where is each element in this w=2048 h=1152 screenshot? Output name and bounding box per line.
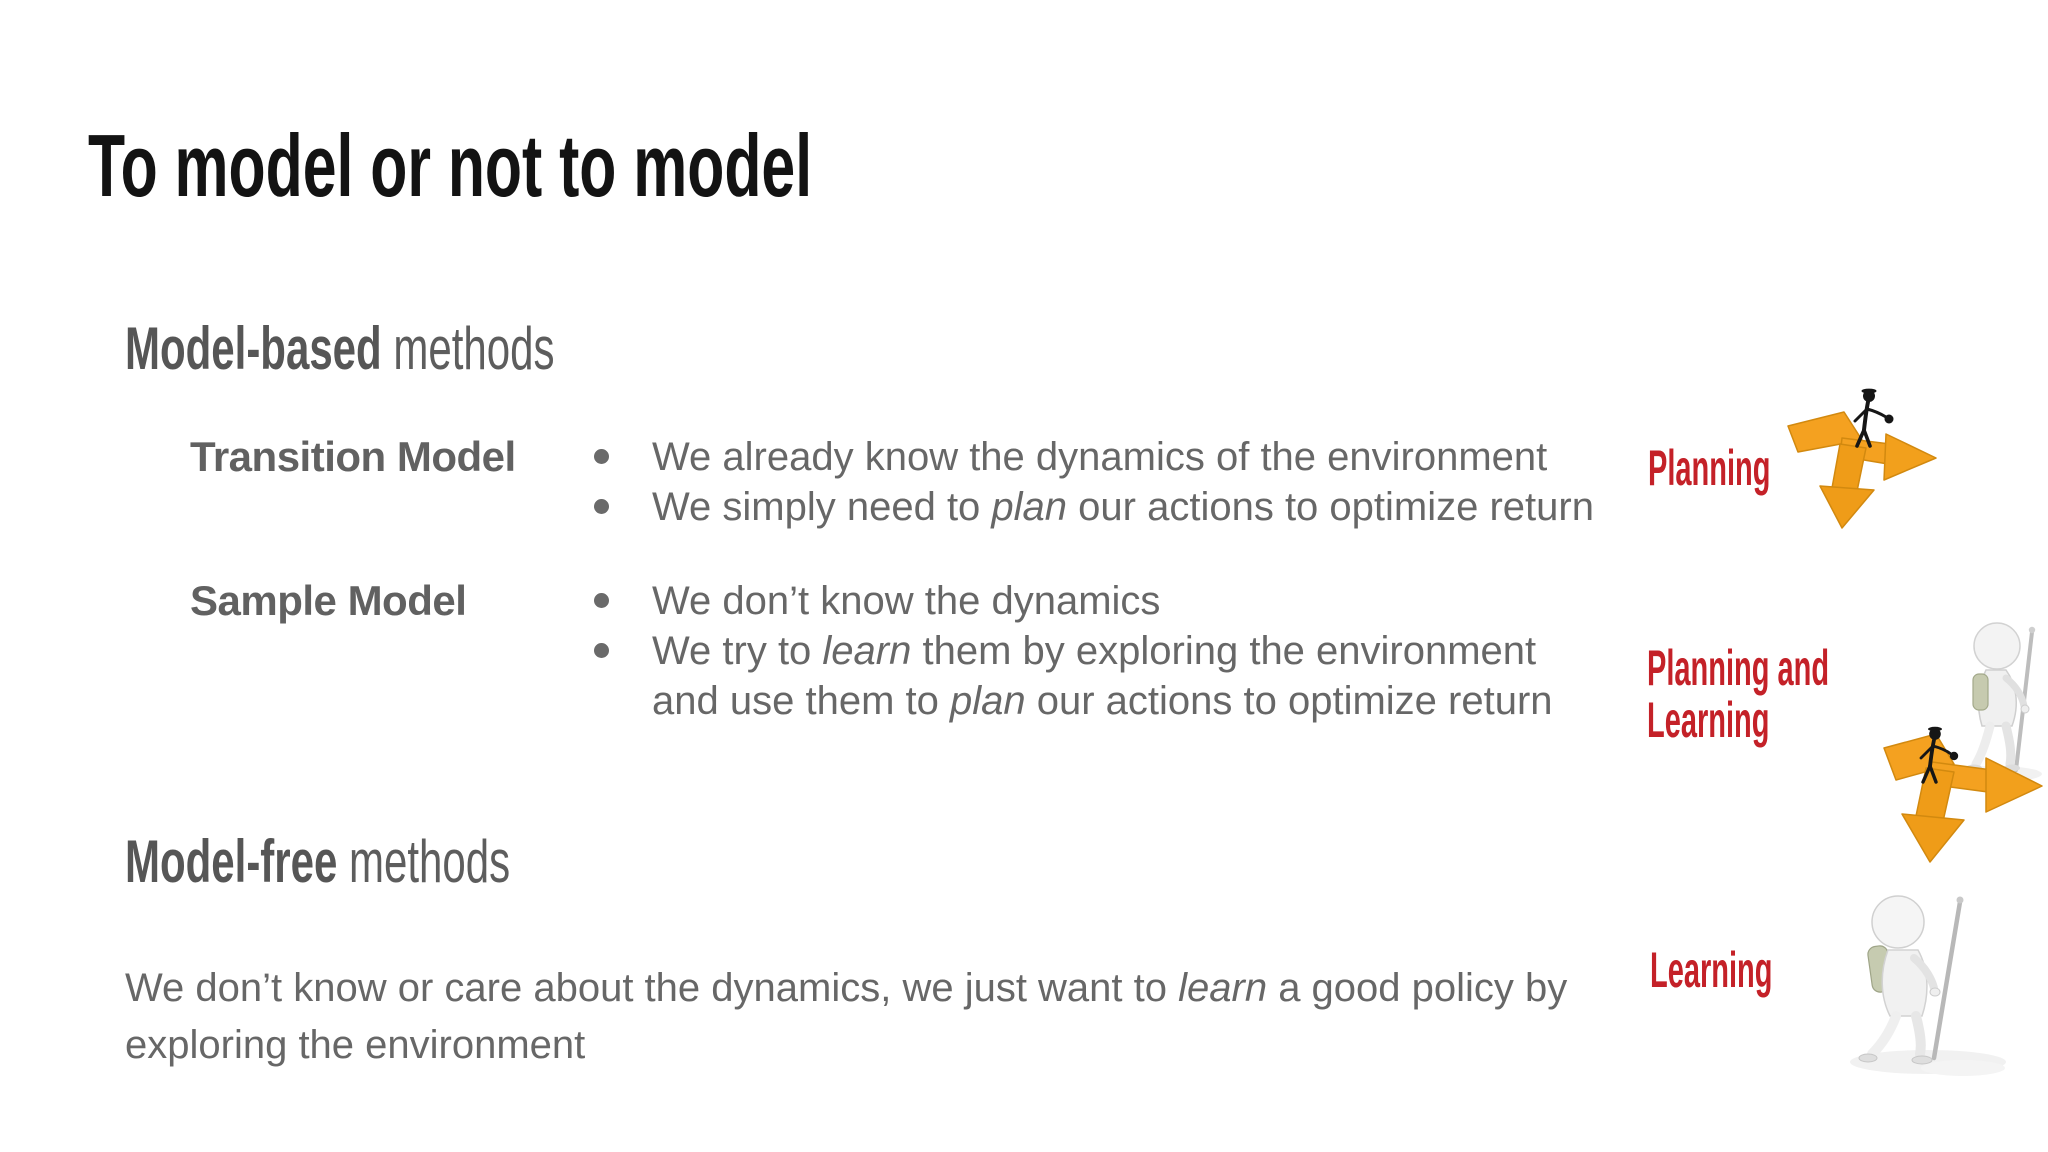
bullet-text: We already know the dynamics of the envi… xyxy=(652,435,1548,479)
section-heading-model-free-bold: Model-free xyxy=(125,828,338,895)
bullet-text: We simply need to plan our actions to op… xyxy=(652,485,1594,529)
section-heading-model-free: Model-free methods xyxy=(125,832,510,892)
bullet-dot xyxy=(594,449,609,464)
sample-model-label: Sample Model xyxy=(190,577,467,624)
bullet-dot xyxy=(594,593,609,608)
bullet-item: We already know the dynamics of the envi… xyxy=(594,432,1594,482)
bullet-item: We don’t know the dynamics xyxy=(594,576,1553,626)
model-free-description: We don’t know or care about the dynamics… xyxy=(125,966,1568,1067)
planning-arrows-icon xyxy=(1786,386,1946,538)
section-heading-model-based: Model-based methods xyxy=(125,319,554,379)
section-heading-model-based-rest: methods xyxy=(381,315,555,382)
bullet-item: We try to learn them by exploring the en… xyxy=(594,626,1553,726)
transition-model-bullets: We already know the dynamics of the envi… xyxy=(594,432,1594,532)
section-heading-model-free-rest: methods xyxy=(337,828,511,895)
planning-label: Planning xyxy=(1648,440,1771,496)
slide-title: To model or not to model xyxy=(88,116,813,215)
bullet-text: We don’t know the dynamics xyxy=(652,579,1161,623)
bullet-text: We try to learn them by exploring the en… xyxy=(652,629,1553,723)
bullet-item: We simply need to plan our actions to op… xyxy=(594,482,1594,532)
learning-label: Learning xyxy=(1650,942,1773,998)
section-heading-model-based-bold: Model-based xyxy=(125,315,382,382)
transition-model-label: Transition Model xyxy=(190,433,516,480)
bullet-dot xyxy=(594,499,609,514)
bullet-dot xyxy=(594,643,609,658)
learning-figure-icon xyxy=(1808,890,2023,1095)
sample-model-bullets: We don’t know the dynamics We try to lea… xyxy=(594,576,1553,726)
planning-and-learning-icon xyxy=(1844,612,2048,864)
